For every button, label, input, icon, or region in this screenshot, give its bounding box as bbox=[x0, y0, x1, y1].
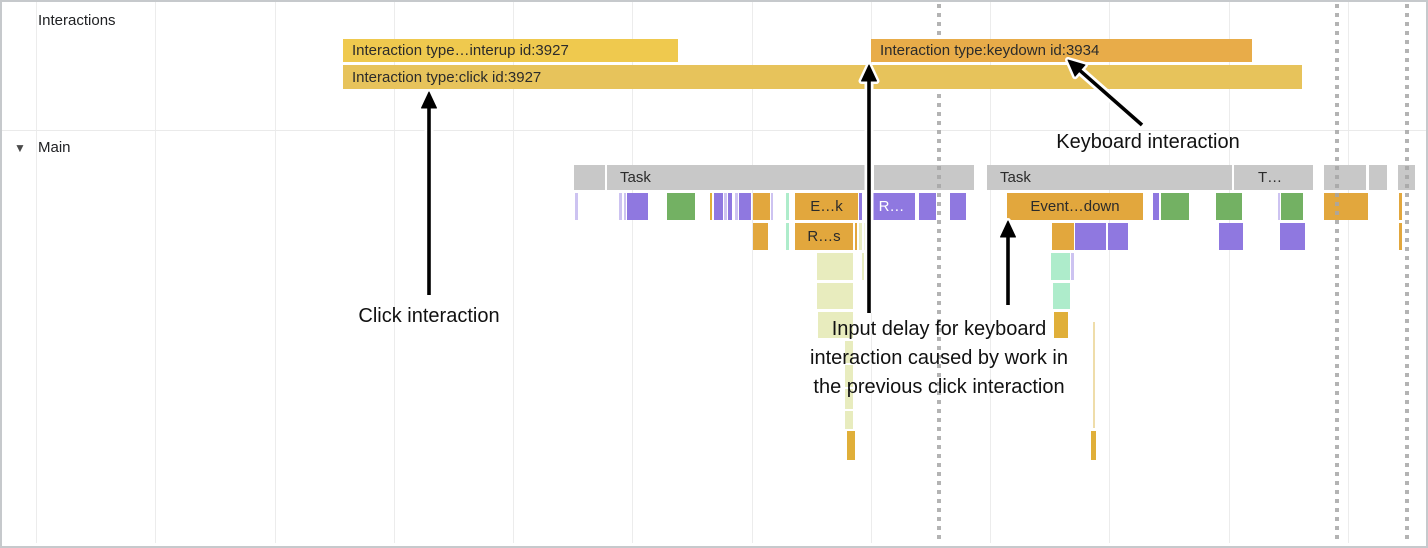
annotation-keyboard-interaction: Keyboard interaction bbox=[1056, 131, 1240, 153]
gridline bbox=[752, 2, 753, 543]
interaction-bar[interactable]: Interaction type…interup id:3927 bbox=[343, 39, 678, 62]
flame-bar[interactable] bbox=[1219, 223, 1243, 250]
annotation-click-interaction: Click interaction bbox=[358, 305, 500, 327]
flame-bar-label: T… bbox=[1258, 169, 1283, 186]
task-bar[interactable]: Task bbox=[987, 165, 1232, 190]
flame-bar[interactable] bbox=[1051, 253, 1070, 280]
flame-bar-label: R… bbox=[878, 198, 905, 215]
flame-bar[interactable] bbox=[710, 193, 712, 220]
flame-bar[interactable] bbox=[818, 312, 853, 338]
flame-bar[interactable] bbox=[735, 193, 738, 220]
flame-bar[interactable] bbox=[845, 389, 853, 409]
task-bar[interactable] bbox=[1234, 165, 1247, 190]
task-bar[interactable] bbox=[874, 165, 974, 190]
collapse-arrow-icon[interactable]: ▼ bbox=[14, 141, 26, 155]
flame-bar[interactable] bbox=[753, 193, 770, 220]
flame-bar[interactable] bbox=[1054, 312, 1068, 338]
flame-bar[interactable] bbox=[1091, 431, 1096, 460]
flame-bar[interactable] bbox=[950, 193, 966, 220]
flame-bar[interactable] bbox=[667, 193, 695, 220]
flame-bar[interactable] bbox=[1278, 193, 1280, 220]
track-label-main[interactable]: Main bbox=[38, 139, 71, 156]
flame-bar[interactable] bbox=[1153, 193, 1159, 220]
task-bar[interactable]: T… bbox=[1245, 165, 1313, 190]
flame-bar[interactable] bbox=[786, 193, 789, 220]
flame-bar[interactable] bbox=[855, 223, 857, 250]
flame-bar[interactable] bbox=[1093, 322, 1095, 428]
flame-bar[interactable] bbox=[1108, 223, 1128, 250]
gridline bbox=[275, 2, 276, 543]
flame-bar[interactable] bbox=[714, 193, 723, 220]
flame-bar[interactable] bbox=[919, 193, 936, 220]
gridline bbox=[1348, 2, 1349, 543]
flame-bar-label: R…s bbox=[807, 228, 841, 245]
flame-bar[interactable] bbox=[624, 193, 626, 220]
flame-bar[interactable] bbox=[847, 431, 855, 460]
flame-bar[interactable] bbox=[619, 193, 622, 220]
flame-bar[interactable] bbox=[845, 341, 853, 363]
flame-bar-label: Task bbox=[620, 169, 651, 186]
flame-bar-label: Event…down bbox=[1030, 198, 1120, 215]
flame-bar[interactable] bbox=[1324, 193, 1368, 220]
flame-bar[interactable] bbox=[728, 193, 732, 220]
flame-bar[interactable] bbox=[817, 283, 853, 309]
task-bar[interactable] bbox=[574, 165, 605, 190]
flame-bar[interactable] bbox=[859, 223, 862, 250]
flame-bar[interactable] bbox=[786, 223, 789, 250]
annotation-input-delay: Input delay for keyboard interaction cau… bbox=[810, 318, 1068, 398]
flame-bar[interactable] bbox=[627, 193, 648, 220]
gridline bbox=[1109, 2, 1110, 543]
flame-bar[interactable] bbox=[1280, 223, 1305, 250]
flame-bar[interactable] bbox=[1052, 223, 1074, 250]
gridline bbox=[36, 2, 37, 543]
flame-bar[interactable] bbox=[864, 223, 866, 250]
task-bar[interactable]: Task bbox=[607, 165, 870, 190]
task-bar[interactable] bbox=[1374, 165, 1387, 190]
flame-bar[interactable] bbox=[1161, 193, 1189, 220]
flame-bar[interactable] bbox=[1399, 223, 1402, 250]
flame-bar[interactable] bbox=[739, 193, 751, 220]
flame-bar[interactable] bbox=[1281, 193, 1303, 220]
flame-bar[interactable] bbox=[753, 223, 768, 250]
flame-bar[interactable] bbox=[862, 253, 864, 280]
flame-bar[interactable] bbox=[845, 411, 853, 429]
flame-bar[interactable] bbox=[1075, 223, 1106, 250]
gridline bbox=[513, 2, 514, 543]
flame-bar[interactable]: R… bbox=[868, 193, 915, 220]
flame-bar[interactable] bbox=[724, 193, 727, 220]
flame-bar[interactable] bbox=[845, 365, 853, 387]
gridline bbox=[155, 2, 156, 543]
gridline bbox=[1229, 2, 1230, 543]
gridline bbox=[632, 2, 633, 543]
flame-bar[interactable]: Event…down bbox=[1007, 193, 1143, 220]
interaction-bar[interactable]: Interaction type:click id:3927 bbox=[343, 65, 1302, 89]
event-marker-dotted-line bbox=[937, 4, 941, 542]
flame-bar[interactable] bbox=[1053, 283, 1070, 309]
event-marker-dotted-line bbox=[1405, 4, 1409, 542]
track-separator bbox=[2, 130, 1426, 131]
flame-bar[interactable] bbox=[859, 193, 862, 220]
flame-bar[interactable] bbox=[1216, 193, 1242, 220]
flame-bar[interactable] bbox=[575, 193, 578, 220]
flame-bar[interactable] bbox=[771, 193, 773, 220]
flame-bar[interactable] bbox=[1071, 253, 1074, 280]
flame-bar-label: E…k bbox=[810, 198, 843, 215]
event-marker-dotted-line bbox=[1335, 4, 1339, 542]
flame-bar[interactable] bbox=[1399, 193, 1402, 220]
flame-bar[interactable] bbox=[817, 253, 853, 280]
track-label-interactions: Interactions bbox=[38, 12, 116, 29]
gridline bbox=[394, 2, 395, 543]
flame-bar-label: Task bbox=[1000, 169, 1031, 186]
flame-bar[interactable]: E…k bbox=[795, 193, 858, 220]
flame-bar[interactable]: R…s bbox=[795, 223, 853, 250]
task-bar[interactable] bbox=[1324, 165, 1366, 190]
gridline bbox=[990, 2, 991, 543]
interaction-bar[interactable]: Interaction type:keydown id:3934 bbox=[871, 39, 1252, 62]
